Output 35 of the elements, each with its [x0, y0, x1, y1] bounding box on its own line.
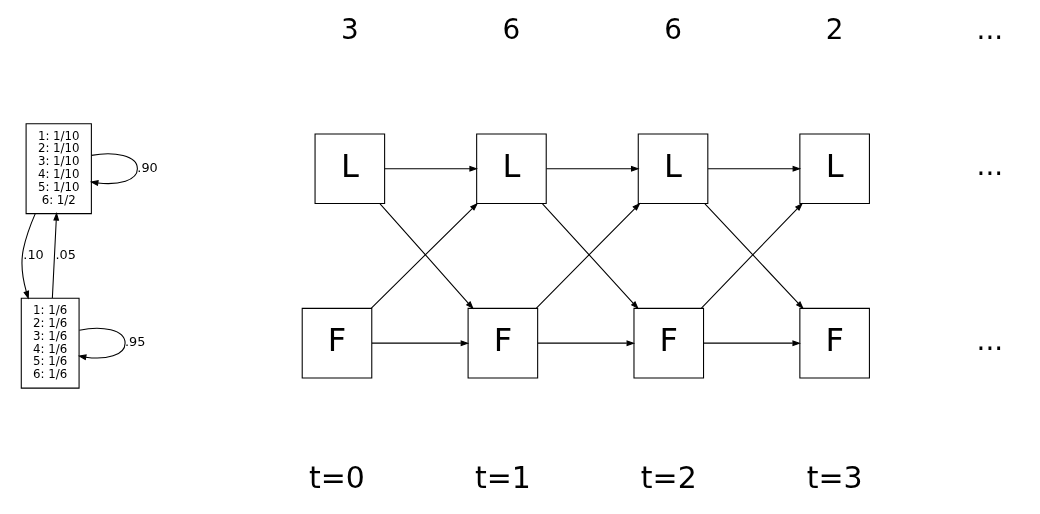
arrow: [51, 212, 60, 299]
label: t=3: [806, 460, 863, 496]
node-box: 1: 1/6 2: 1/6 3: 1/6 4: 1/6 5: 1/6 6: 1/6: [20, 297, 80, 389]
node-box: F: [301, 307, 373, 379]
arrow: [89, 153, 138, 186]
label: t=1: [474, 460, 531, 496]
node-box: F: [799, 307, 870, 379]
arrow: [545, 165, 640, 172]
arrow: [707, 165, 802, 172]
label: 6: [502, 13, 521, 46]
arrow: [371, 340, 470, 347]
label: ...: [976, 323, 1004, 357]
node-box: L: [799, 133, 870, 205]
node-box: L: [637, 133, 709, 205]
label: 6: [664, 13, 682, 46]
label: ...: [976, 149, 1004, 183]
edge-label: .10: [23, 247, 44, 263]
arrow: [384, 165, 478, 172]
node-box: L: [476, 133, 547, 205]
arrow: [703, 340, 801, 347]
arrow: [21, 213, 36, 300]
node-box: 1: 1/10 2: 1/10 3: 1/10 4: 1/10 5: 1/10 6: 1/2: [25, 123, 92, 215]
label: t=0: [309, 460, 365, 496]
edge-label: .95: [125, 334, 146, 350]
label: ...: [976, 13, 1004, 46]
node-box: F: [467, 307, 539, 379]
arrow: [537, 340, 636, 347]
label: 2: [825, 13, 844, 46]
node-box: L: [314, 133, 386, 205]
label: t=2: [640, 460, 697, 496]
arrow: [77, 327, 126, 361]
edge-label: .05: [55, 247, 76, 263]
label: 3: [340, 13, 359, 46]
node-box: F: [633, 307, 705, 379]
edge-label: .90: [137, 160, 158, 176]
